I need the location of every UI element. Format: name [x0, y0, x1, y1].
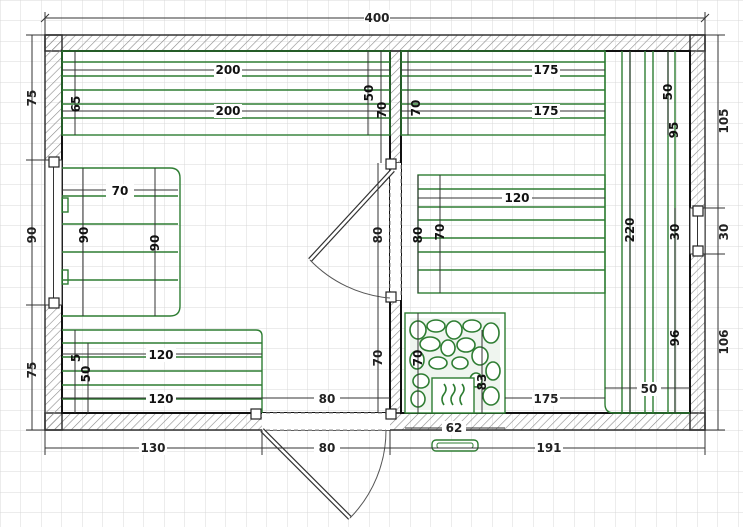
- dim-outside-30: 30: [717, 224, 731, 241]
- dim-stove-62: 62: [446, 421, 463, 435]
- stone: [451, 356, 469, 370]
- stone: [445, 320, 463, 340]
- interior-door-swing: [309, 259, 391, 299]
- dim-left-top-bench-1: 200: [215, 63, 240, 77]
- wall-top: [44, 34, 706, 52]
- stove-base: [431, 439, 479, 452]
- dim-right-50-bottom: 50: [641, 382, 658, 396]
- bench-left-top-outer: [61, 50, 391, 136]
- wall-partition-upper: [389, 50, 402, 164]
- dim-left-top-bench-2: 200: [215, 104, 240, 118]
- interior-door-opening: [390, 163, 401, 300]
- dim-outside-bottom-191: 191: [536, 441, 561, 455]
- dim-bottom-bench-50: 50: [79, 366, 93, 383]
- dim-outside-105: 105: [717, 108, 731, 133]
- window-left-jamb-bottom: [48, 297, 60, 309]
- steam-icon: [441, 383, 465, 406]
- interior-door-leaf-inner: [309, 169, 394, 261]
- stone: [419, 336, 441, 352]
- dim-line: [40, 13, 50, 23]
- stone: [482, 386, 500, 406]
- stove-firebox: [431, 377, 475, 414]
- dim-stove-70: 70: [411, 350, 425, 367]
- dim-partition-50: 50: [362, 85, 376, 102]
- dim-partition-70-right: 70: [409, 100, 423, 117]
- stone: [412, 373, 430, 389]
- stone: [409, 350, 425, 370]
- dim-room-80: 80: [319, 392, 336, 406]
- window-right-jamb-top: [692, 205, 704, 217]
- bench-left-small-notch-2: [61, 269, 69, 285]
- interior-door-jamb-top: [385, 158, 397, 170]
- dim-overall-width: 400: [364, 11, 389, 25]
- dim-outside-left-75-top: 75: [25, 90, 39, 107]
- entrance-door-leaf-inner: [261, 429, 351, 519]
- dim-small-bench-90-mid: 90: [148, 235, 162, 252]
- dim-right-bench-80: 80: [411, 227, 425, 244]
- stone: [440, 339, 456, 357]
- dim-right-top-bench-1: 175: [533, 63, 558, 77]
- dim-bottom-bench-120-1: 120: [148, 348, 173, 362]
- dim-vert-96: 96: [668, 330, 682, 347]
- dimension-labels: 400 200 200 175 175 65 50 70 70 70 90 90…: [25, 10, 731, 455]
- dim-outside-106: 106: [717, 329, 731, 354]
- dim-left-bench-depth: 65: [69, 96, 83, 113]
- interior-door: [308, 158, 402, 303]
- dim-bottom-bench-5: 5: [69, 354, 83, 362]
- bench-left-small: [62, 167, 181, 317]
- entrance-door-jamb-left: [250, 408, 262, 420]
- dim-stove-83: 83: [475, 374, 489, 391]
- dim-window-90: 90: [25, 227, 39, 244]
- dim-right-top-bench-2: 175: [533, 104, 558, 118]
- dim-small-bench-90-inner: 90: [77, 227, 91, 244]
- dim-outside-bottom-80: 80: [319, 441, 336, 455]
- stone: [428, 356, 448, 370]
- dim-partition-70-top: 70: [375, 102, 389, 119]
- dim-vert-220: 220: [623, 217, 637, 242]
- dim-right-bench-70: 70: [433, 224, 447, 241]
- benches: [61, 50, 690, 414]
- bench-left-bottom: [62, 329, 263, 413]
- stove: [404, 312, 506, 452]
- stone: [482, 322, 500, 344]
- stone: [426, 319, 446, 333]
- window-left-jamb-top: [48, 156, 60, 168]
- dim-door-80-inner: 80: [371, 227, 385, 244]
- dim-vert-95: 95: [667, 122, 681, 139]
- dim-partition-70-lower: 70: [371, 350, 385, 367]
- window-right: [689, 205, 706, 257]
- bench-right-vertical: [604, 51, 690, 414]
- dim-bottom-bench-120-2: 120: [148, 392, 173, 406]
- entrance-door-opening: [262, 413, 390, 430]
- stone: [462, 319, 482, 333]
- dim-vert-30: 30: [668, 224, 682, 241]
- dim-outside-left-75-bottom: 75: [25, 362, 39, 379]
- bench-left-small-notch-1: [61, 197, 69, 213]
- interior-door-jamb-bottom: [385, 291, 397, 303]
- dim-right-bench-120: 120: [504, 191, 529, 205]
- dim-right-175-bottom: 175: [533, 392, 558, 406]
- entrance-door-jamb-right: [385, 408, 397, 420]
- dimension-lines: [26, 12, 725, 455]
- dim-outside-bottom-130: 130: [140, 441, 165, 455]
- stone: [471, 346, 489, 366]
- stone: [456, 337, 476, 353]
- dim-small-bench-70: 70: [112, 184, 129, 198]
- entrance-door: [250, 408, 397, 520]
- dim-line: [700, 13, 710, 23]
- dim-vert-50-top: 50: [661, 84, 675, 101]
- window-left: [44, 156, 63, 309]
- wall-partition-lower: [389, 299, 402, 414]
- window-right-jamb-bottom: [692, 245, 704, 257]
- entrance-door-swing: [349, 429, 387, 519]
- stone: [485, 361, 501, 381]
